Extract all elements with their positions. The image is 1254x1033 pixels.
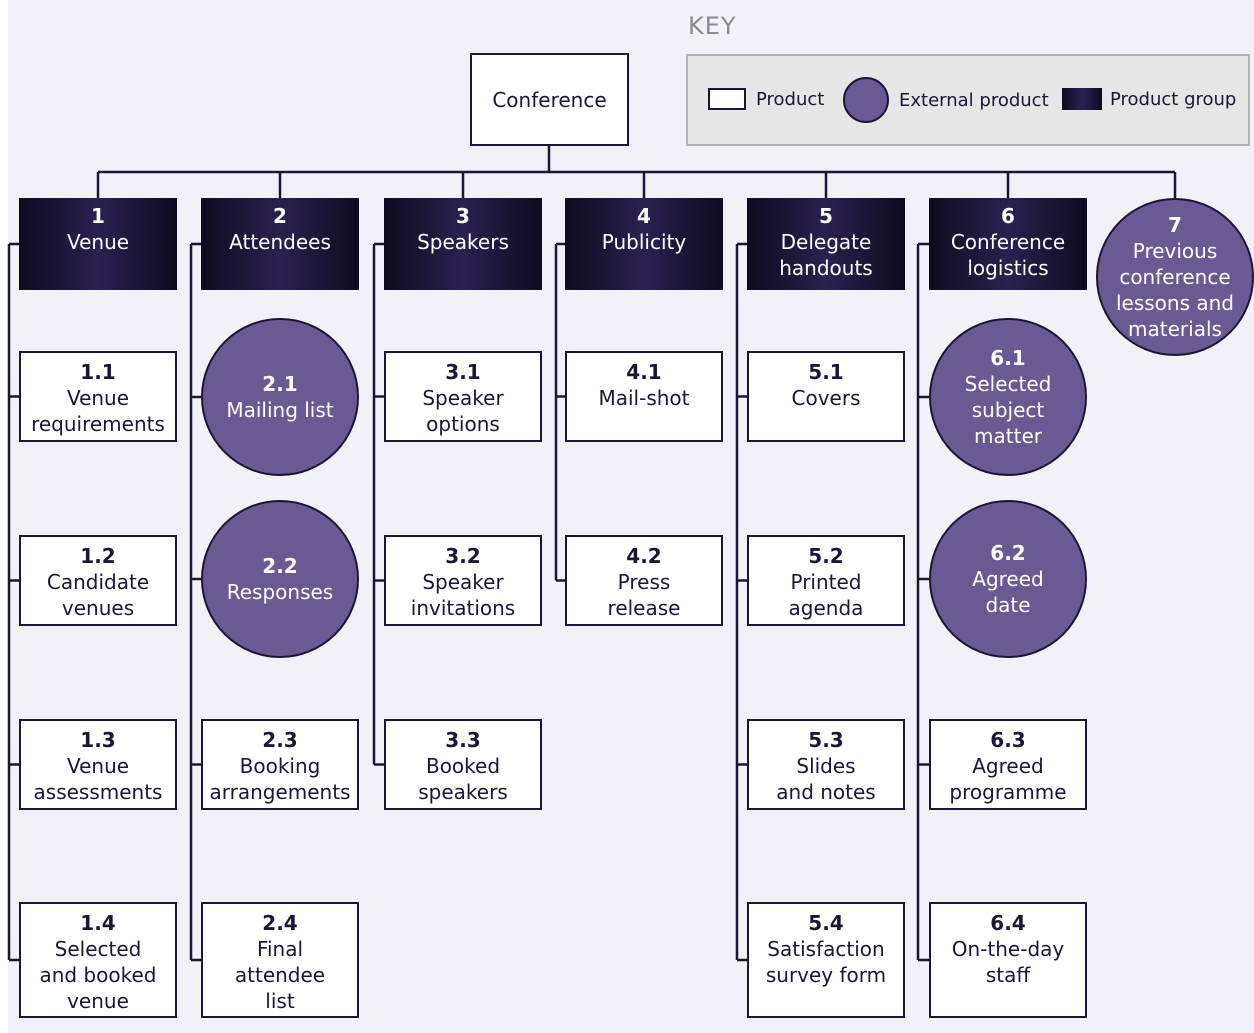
product-3.2-label: Speaker invitations	[410, 570, 516, 620]
key-product: Product	[708, 88, 824, 110]
product-6.4-number: 6.4	[990, 911, 1026, 935]
key-box: Product External product Product group	[686, 54, 1250, 146]
external-product-6.1-number: 6.1	[990, 346, 1026, 370]
product-2.4-number: 2.4	[262, 911, 298, 935]
product-1.4-label: Selected and booked venue	[39, 937, 157, 1013]
product-4.2-number: 4.2	[626, 544, 662, 568]
key-title: KEY	[688, 12, 737, 40]
product-6.3-number: 6.3	[990, 728, 1026, 752]
product-5.2-label: Printed agenda	[788, 570, 864, 620]
group-4-label: Publicity	[601, 230, 687, 254]
product-1.1-number: 1.1	[80, 360, 116, 384]
product-3.3-number: 3.3	[445, 728, 481, 752]
product-1.1-label: Venue requirements	[31, 386, 165, 436]
key-external-label: External product	[899, 89, 1049, 111]
product-5.2-number: 5.2	[808, 544, 844, 568]
root-node-conference: Conference	[470, 53, 629, 146]
external-group-7-label: Previous conference lessons and material…	[1115, 239, 1235, 341]
group-6-label: Conference logistics	[950, 230, 1066, 280]
product-4.2-label: Press release	[607, 570, 681, 620]
product-5.4-number: 5.4	[808, 911, 844, 935]
external-product-6.2-number: 6.2	[990, 541, 1026, 565]
product-3.2-number: 3.2	[445, 544, 481, 568]
group-3-number: 3	[456, 204, 470, 228]
external-product-swatch-icon	[843, 77, 889, 123]
key-product-label: Product	[756, 88, 825, 110]
root-label: Conference	[492, 87, 607, 112]
product-4.1-number: 4.1	[626, 360, 662, 384]
external-product-2.1-number: 2.1	[262, 372, 298, 396]
product-1.2-number: 1.2	[80, 544, 116, 568]
product-5.4-label: Satisfaction survey form	[765, 937, 887, 987]
group-3-label: Speakers	[417, 230, 509, 254]
product-1.3-label: Venue assessments	[33, 754, 163, 804]
product-3.1-number: 3.1	[445, 360, 481, 384]
product-5.1-number: 5.1	[808, 360, 844, 384]
product-5.3-number: 5.3	[808, 728, 844, 752]
product-2.3-label: Booking arrangements	[209, 754, 351, 804]
product-5.1-label: Covers	[791, 386, 861, 410]
product-group-swatch-icon	[1062, 88, 1102, 110]
group-6-number: 6	[1001, 204, 1015, 228]
key-product-group: Product group	[1062, 88, 1236, 110]
product-5.3-label: Slides and notes	[776, 754, 876, 804]
product-1.4-number: 1.4	[80, 911, 116, 935]
group-4-number: 4	[637, 204, 651, 228]
product-3.1-label: Speaker options	[422, 386, 504, 436]
product-swatch-icon	[708, 88, 746, 110]
group-5-number: 5	[819, 204, 833, 228]
external-group-7-number: 7	[1168, 213, 1182, 237]
product-1.3-number: 1.3	[80, 728, 116, 752]
group-2-number: 2	[273, 204, 287, 228]
group-1-label: Venue	[66, 230, 130, 254]
external-product-2.1-label: Mailing list	[226, 398, 334, 422]
group-5-label: Delegate handouts	[779, 230, 873, 280]
product-3.3-label: Booked speakers	[418, 754, 508, 804]
external-product-2.2-number: 2.2	[262, 554, 298, 578]
key-group-label: Product group	[1110, 88, 1237, 110]
product-4.1-label: Mail-shot	[598, 386, 690, 410]
key-external-product: External product	[843, 77, 1049, 123]
external-product-6.1-label: Selected subject matter	[964, 372, 1052, 448]
product-1.2-label: Candidate venues	[46, 570, 150, 620]
group-2-label: Attendees	[229, 230, 331, 254]
product-6.4-label: On-the-day staff	[951, 937, 1065, 987]
external-product-6.2-label: Agreed date	[972, 567, 1044, 617]
product-2.3-number: 2.3	[262, 728, 298, 752]
group-1-number: 1	[91, 204, 105, 228]
product-2.4-label: Final attendee list	[234, 937, 326, 1013]
external-product-2.2-label: Responses	[226, 580, 334, 604]
product-6.3-label: Agreed programme	[949, 754, 1067, 804]
